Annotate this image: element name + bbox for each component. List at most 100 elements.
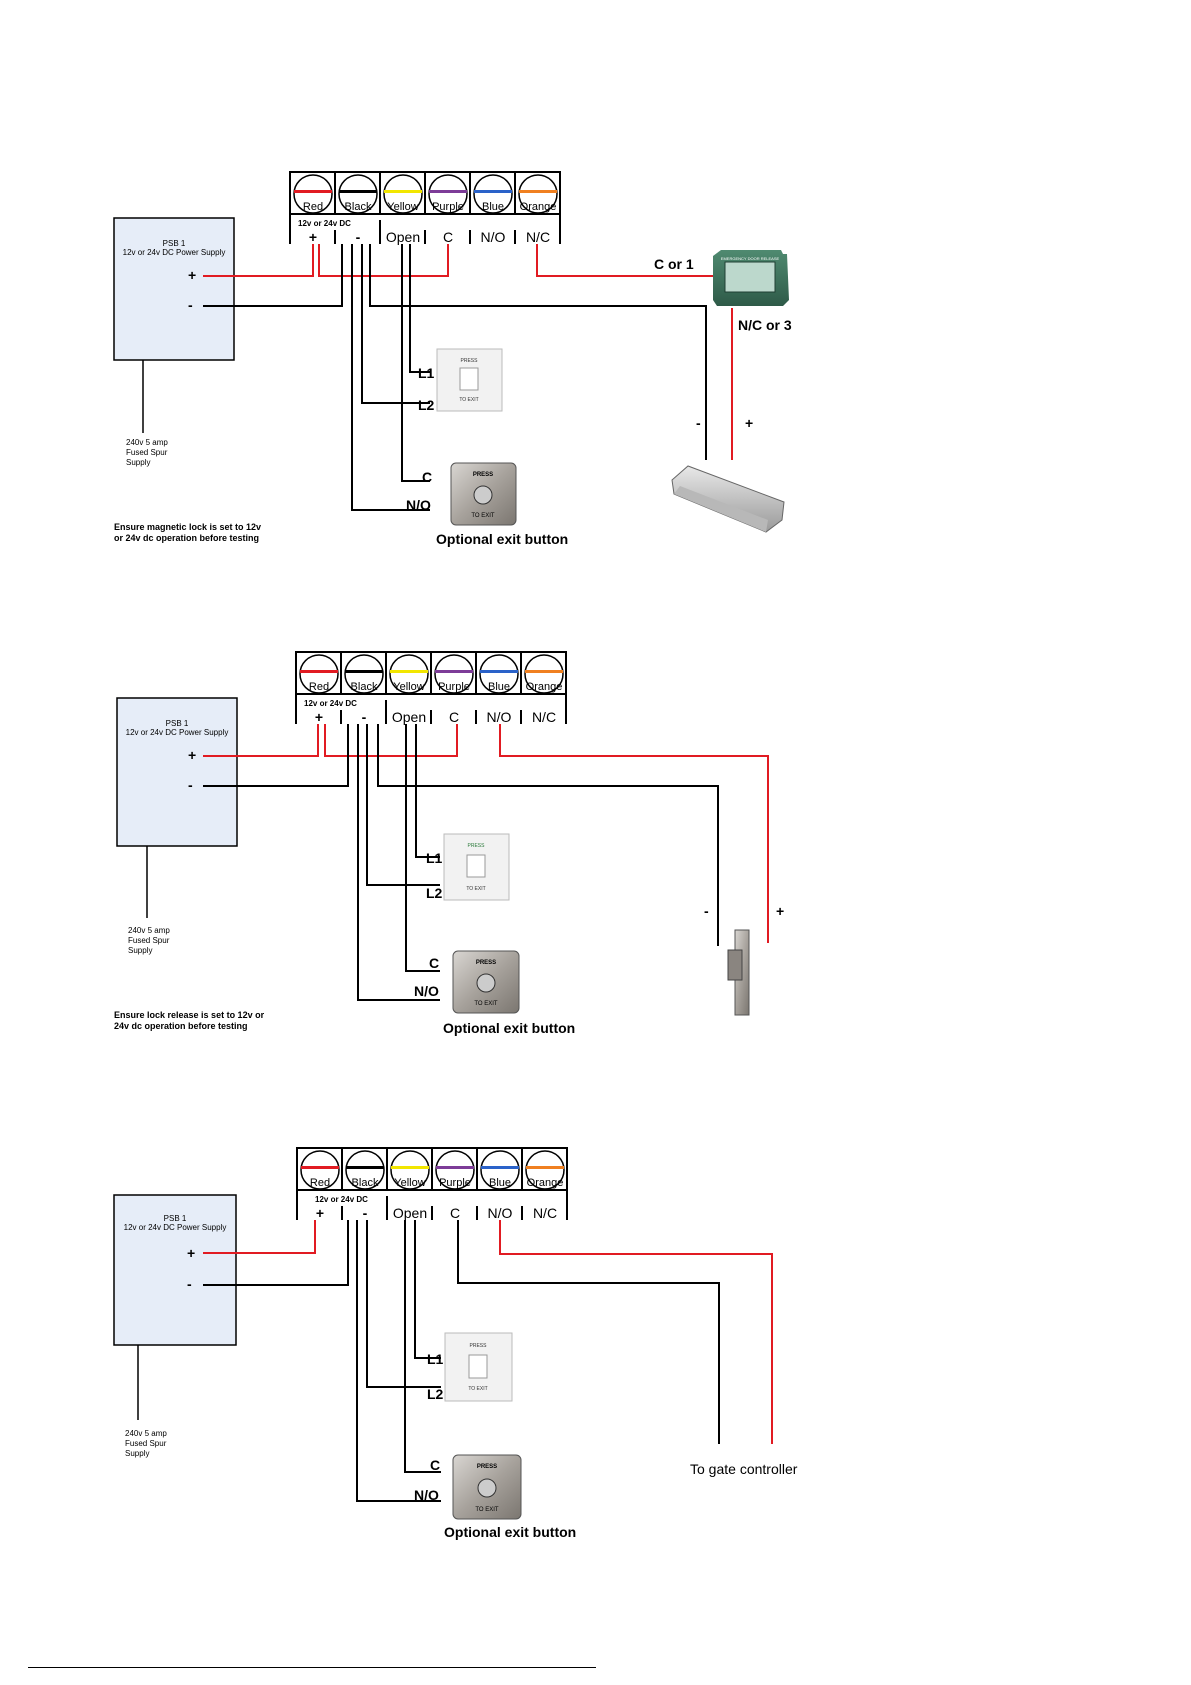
optional-c-label: C [422, 469, 432, 485]
press-text: PRESS [473, 472, 493, 478]
optional-no-label: N/O [414, 1487, 439, 1503]
optional-exit-button: PRESS TO EXIT [450, 462, 517, 526]
terminal-c: C [449, 709, 459, 725]
terminal-label-purple: Purple [432, 201, 464, 213]
color-stripes [301, 1166, 564, 1169]
terminal-label-purple: Purple [439, 1177, 471, 1189]
terminal-nc: N/C [532, 709, 556, 725]
diagram-2-lock-release: Red Black Yellow Purple Blue Orange 12v … [114, 651, 784, 1036]
lock-plus-label: + [776, 903, 784, 919]
supply-voltage-label: 12v or 24v DC [315, 1195, 368, 1204]
terminal-label-yellow: Yellow [393, 681, 424, 693]
terminal-open: Open [386, 229, 420, 245]
psu-plus: + [188, 747, 196, 763]
terminal-label-red: Red [310, 1177, 330, 1189]
terminal-no: N/O [481, 229, 506, 245]
lock-minus-label: - [704, 903, 709, 919]
mains-supply-label: 240v 5 amp Fused Spur Supply [125, 1429, 167, 1458]
psu-plus: + [187, 1245, 195, 1261]
svg-text:Fused Spur: Fused Spur [126, 448, 168, 457]
terminal-plus: + [309, 229, 317, 245]
svg-text:Fused Spur: Fused Spur [125, 1439, 167, 1448]
wires [203, 1220, 773, 1502]
diagram-3-gate-controller: Red Black Yellow Purple Blue Orange 12v … [113, 1147, 798, 1540]
exit-button-l: PRESS TO EXIT [444, 1332, 513, 1402]
psu-plus: + [188, 267, 196, 283]
terminal-open: Open [392, 709, 426, 725]
terminal-label-purple: Purple [438, 681, 470, 693]
mains-supply-label: 240v 5 amp Fused Spur Supply [128, 926, 170, 955]
exit-button-l: PRESS TO EXIT [436, 348, 503, 412]
break-glass-unit: EMERGENCY DOOR RELEASE [713, 250, 789, 306]
wires [203, 244, 733, 511]
lock-minus-label: - [696, 415, 701, 431]
terminal-c: C [443, 229, 453, 245]
terminal-screws [293, 174, 558, 214]
optional-no-label: N/O [414, 983, 439, 999]
svg-text:Supply: Supply [128, 946, 152, 955]
lock-plus-label: + [745, 415, 753, 431]
terminal-plus: + [315, 709, 323, 725]
terminal-label-blue: Blue [482, 201, 504, 213]
terminal-nc: N/C [526, 229, 550, 245]
terminal-no: N/O [487, 709, 512, 725]
terminal-label-orange: Orange [526, 681, 563, 693]
l2-label: L2 [418, 397, 435, 413]
wires [203, 724, 769, 1001]
terminal-label-black: Black [345, 201, 372, 213]
svg-text:Fused Spur: Fused Spur [128, 936, 170, 945]
terminal-block: Red Black Yellow Purple Blue Orange 12v … [289, 171, 561, 245]
press-text: PRESS [468, 843, 486, 849]
terminal-label-orange: Orange [527, 1177, 564, 1189]
power-supply: PSB 1 12v or 24v DC Power Supply + - 240… [113, 217, 235, 467]
l1-label: L1 [418, 365, 435, 381]
terminal-label-blue: Blue [489, 1177, 511, 1189]
terminal-block: Red Black Yellow Purple Blue Orange 12v … [295, 651, 567, 725]
svg-text:Supply: Supply [126, 458, 150, 467]
press-text: PRESS [476, 960, 496, 966]
terminal-open: Open [393, 1205, 427, 1221]
psu-minus: - [187, 1276, 192, 1292]
break-glass-text: EMERGENCY DOOR RELEASE [721, 256, 780, 261]
psu-minus: - [188, 777, 193, 793]
optional-exit-button: PRESS TO EXIT [452, 950, 520, 1014]
psu-title: PSB 1 [164, 1214, 187, 1223]
terminal-nc: N/C [533, 1205, 557, 1221]
terminal-screws [299, 654, 564, 694]
magnetic-lock [671, 465, 785, 533]
l2-label: L2 [427, 1386, 444, 1402]
terminal-label-yellow: Yellow [394, 1177, 425, 1189]
terminal-label-black: Black [351, 681, 378, 693]
terminal-c: C [450, 1205, 460, 1221]
l2-label: L2 [426, 885, 443, 901]
to-exit-text: TO EXIT [474, 1001, 498, 1007]
optional-exit-button: PRESS TO EXIT [452, 1454, 522, 1520]
footer-divider [28, 1667, 596, 1668]
electric-strike [727, 929, 750, 1016]
exit-button-l: PRESS TO EXIT [443, 833, 510, 901]
svg-text:Supply: Supply [125, 1449, 149, 1458]
mains-supply-label: 240v 5 amp Fused Spur Supply [126, 438, 168, 467]
optional-c-label: C [430, 1457, 440, 1473]
press-text: PRESS [461, 358, 479, 364]
terminal-plus: + [316, 1205, 324, 1221]
diagram-1-mag-lock: Red Black Yellow Purple Blue Orange 12v … [113, 171, 792, 547]
optional-exit-label: Optional exit button [436, 531, 568, 547]
terminal-label-blue: Blue [488, 681, 510, 693]
terminal-label-red: Red [309, 681, 329, 693]
to-exit-text: TO EXIT [459, 397, 478, 403]
svg-text:240v 5 amp: 240v 5 amp [128, 926, 170, 935]
press-text: PRESS [477, 1464, 497, 1470]
svg-text:Ensure lock release is set to: Ensure lock release is set to 12v or [114, 1010, 265, 1020]
optional-c-label: C [429, 955, 439, 971]
to-exit-text: TO EXIT [466, 886, 485, 892]
terminal-minus: - [356, 229, 361, 245]
power-supply: PSB 1 12v or 24v DC Power Supply + - 240… [116, 697, 238, 955]
terminal-no: N/O [488, 1205, 513, 1221]
svg-text:or 24v dc operation before tes: or 24v dc operation before testing [114, 533, 259, 543]
color-stripes [294, 190, 557, 193]
press-text: PRESS [470, 1343, 488, 1349]
terminal-minus: - [363, 1205, 368, 1221]
psu-minus: - [188, 297, 193, 313]
